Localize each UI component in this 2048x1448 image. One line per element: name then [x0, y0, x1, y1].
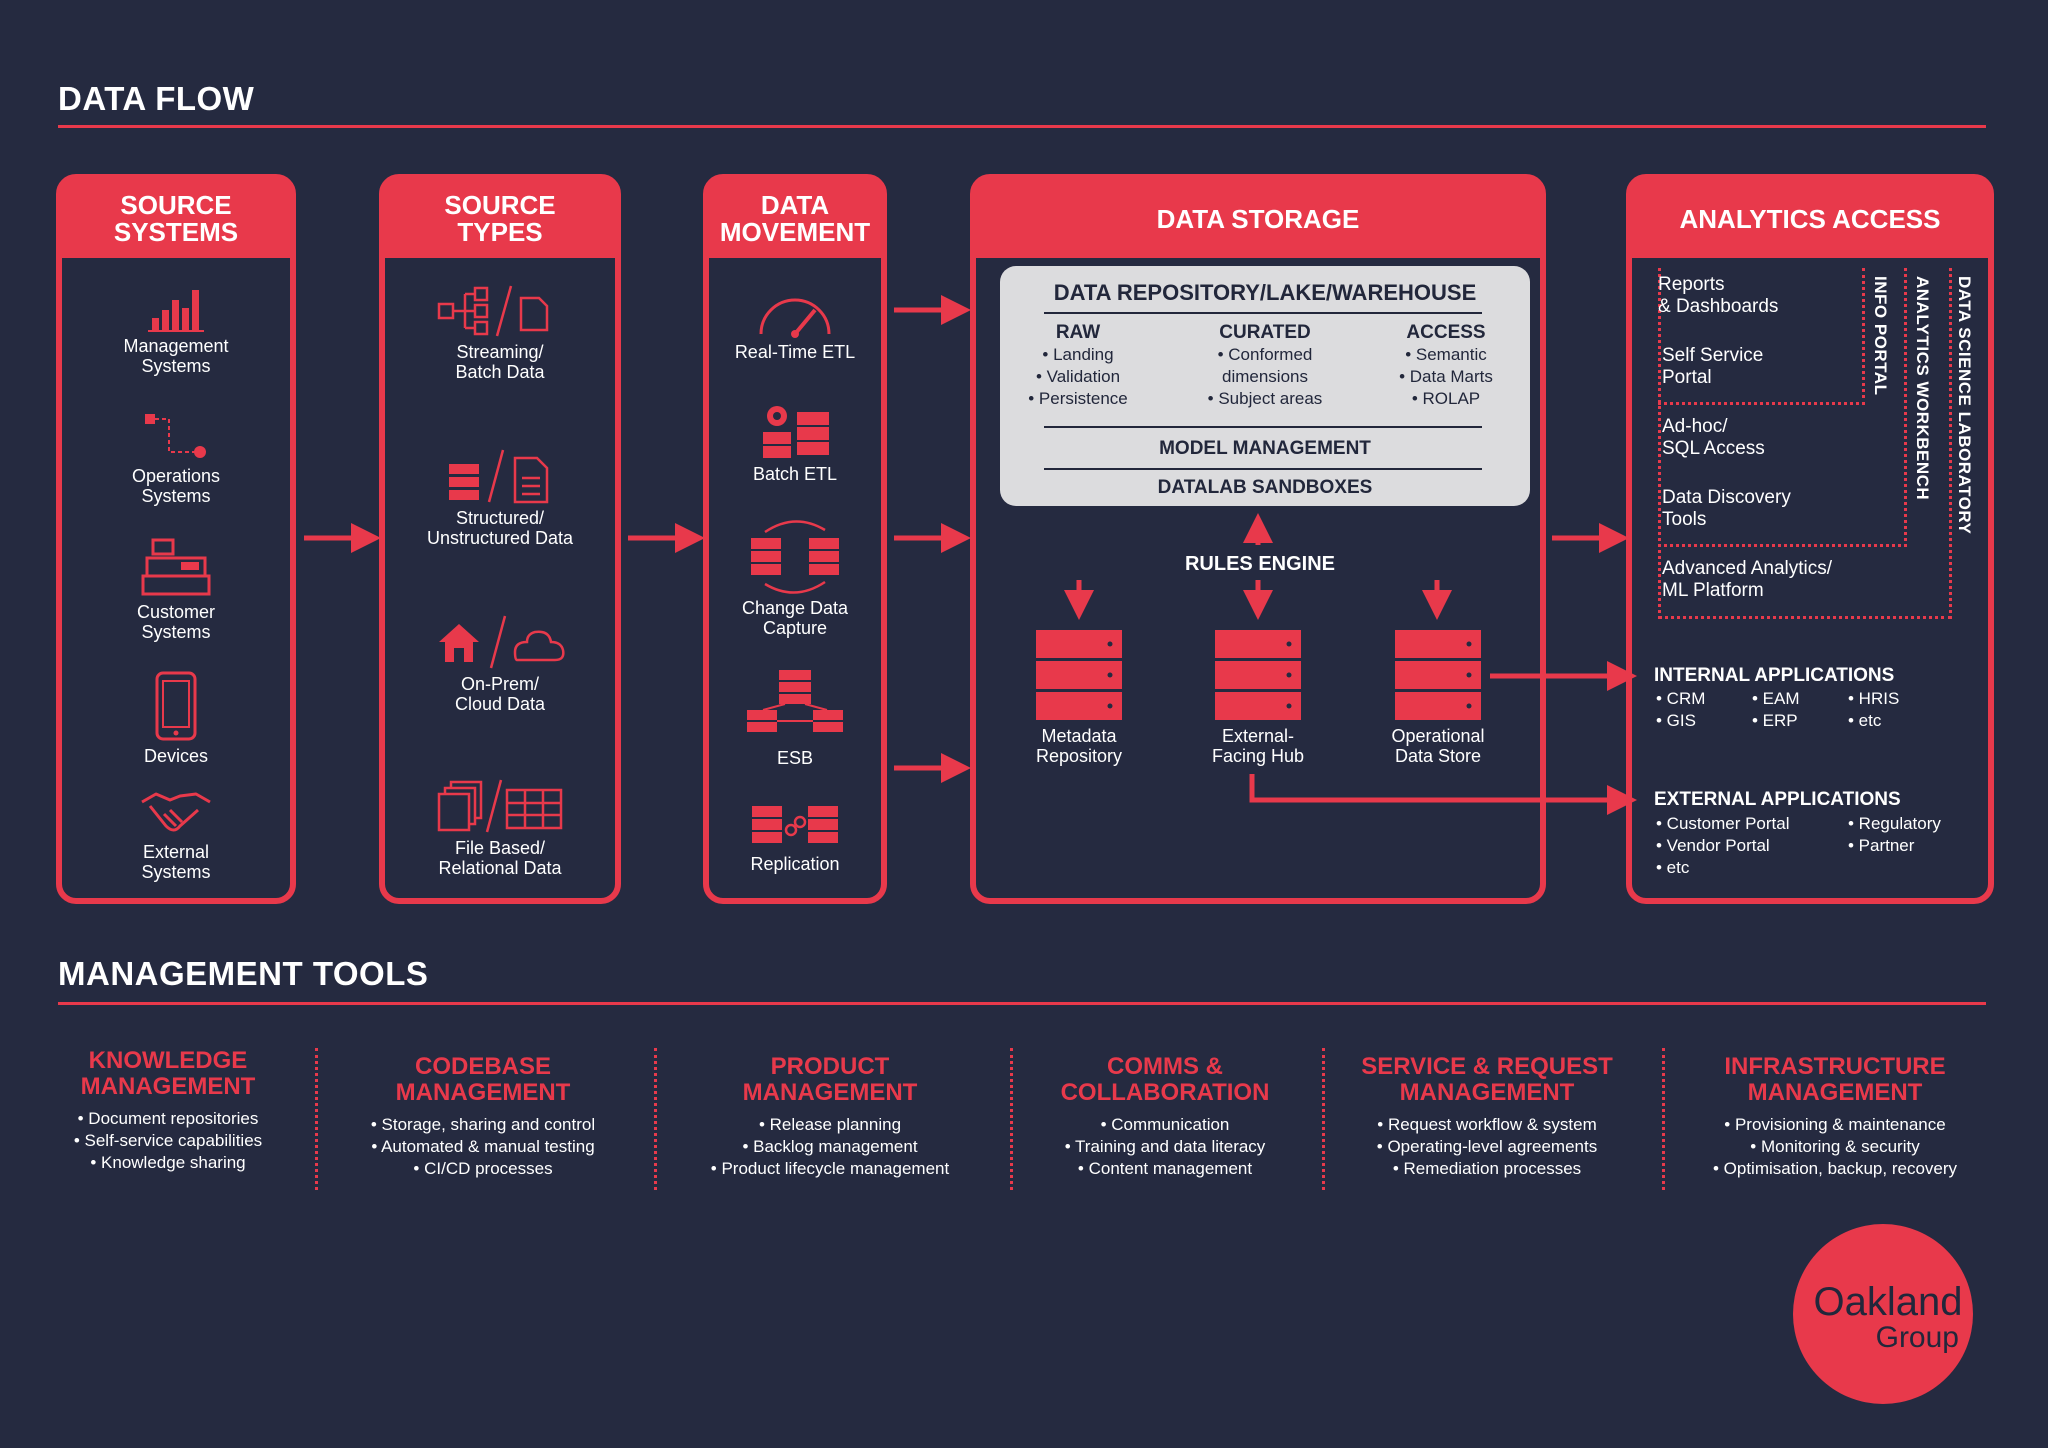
- tool-separator: [315, 1048, 318, 1190]
- tool-infrastructure: INFRASTRUCTURE MANAGEMENT • Provisioning…: [1712, 1053, 1958, 1179]
- repository-raw: RAW • Landing • Validation • Persistence: [1028, 322, 1128, 408]
- analytics-workbench-box: [1658, 268, 1907, 547]
- info-portal-box: [1658, 268, 1865, 405]
- internal-apps-title: INTERNAL APPLICATIONS: [1654, 665, 1895, 686]
- movement-item-batch: Batch ETL: [709, 402, 881, 484]
- store-operational: Operational Data Store: [1380, 630, 1496, 766]
- process-flow-icon: [145, 414, 206, 458]
- store-external-hub: External- Facing Hub: [1203, 630, 1313, 766]
- network-servers-icon: [747, 670, 843, 732]
- tool-comms: COMMS & COLLABORATION • Communication • …: [1060, 1053, 1270, 1179]
- repository-access: ACCESS • Semantic • Data Marts • ROLAP: [1399, 322, 1493, 408]
- tool-separator: [1010, 1048, 1013, 1190]
- replication-servers-icon: [752, 806, 838, 843]
- source-types-panel: SOURCE TYPES Streaming/ Batch Data Struc…: [379, 174, 621, 904]
- oakland-group-logo: Oakland Group: [1793, 1224, 1973, 1404]
- model-management-label: MODEL MANAGEMENT: [1159, 438, 1371, 459]
- tool-separator: [654, 1048, 657, 1190]
- type-item-structured: Structured/ Unstructured Data: [385, 448, 615, 548]
- data-repository-box: DATA REPOSITORY/LAKE/WAREHOUSE RAW • Lan…: [1000, 266, 1530, 506]
- analytics-adhoc: Ad-hoc/ SQL Access: [1662, 416, 1765, 459]
- analytics-self-service: Self Service Portal: [1662, 345, 1764, 388]
- repository-rule-1: [1044, 426, 1482, 428]
- tool-service-request: SERVICE & REQUEST MANAGEMENT • Request w…: [1361, 1053, 1613, 1179]
- stream-batch-icon: [437, 285, 549, 337]
- type-item-cloud: On-Prem/ Cloud Data: [385, 612, 615, 714]
- movement-item-cdc: Change Data Capture: [709, 518, 881, 638]
- analytics-access-title: ANALYTICS ACCESS: [1632, 180, 1988, 258]
- info-portal-label: INFO PORTAL: [1871, 276, 1890, 396]
- analytics-discovery: Data Discovery Tools: [1662, 487, 1791, 530]
- tool-separator: [1662, 1048, 1665, 1190]
- rules-engine-label: RULES ENGINE: [1184, 553, 1336, 575]
- data-storage-panel: DATA STORAGE: [970, 174, 1546, 904]
- source-item-management: Management Systems: [62, 284, 290, 376]
- type-item-streaming: Streaming/ Batch Data: [385, 284, 615, 382]
- analytics-workbench-label: ANALYTICS WORKBENCH: [1913, 276, 1932, 501]
- type-item-filebased: File Based/ Relational Data: [385, 778, 615, 878]
- data-science-lab-box: [1658, 268, 1952, 619]
- external-apps-title: EXTERNAL APPLICATIONS: [1654, 789, 1901, 810]
- repository-title-rule: [1044, 312, 1482, 314]
- tool-codebase: CODEBASE MANAGEMENT • Storage, sharing a…: [370, 1053, 596, 1179]
- management-tools-heading: MANAGEMENT TOOLS: [58, 955, 429, 992]
- speedometer-icon: [759, 298, 831, 338]
- tool-knowledge: KNOWLEDGE MANAGEMENT • Document reposito…: [73, 1047, 263, 1173]
- tool-product: PRODUCT MANAGEMENT • Release planning • …: [710, 1053, 950, 1179]
- structured-document-icon: [449, 449, 549, 504]
- cash-register-icon: [141, 538, 211, 596]
- movement-item-realtime: Real-Time ETL: [709, 296, 881, 362]
- server-stack-icon: [1215, 630, 1301, 720]
- files-table-icon: [437, 779, 563, 833]
- repository-rule-2: [1044, 468, 1482, 470]
- management-tools-rule: [58, 1002, 1986, 1005]
- movement-item-esb: ESB: [709, 668, 881, 768]
- data-movement-panel: DATA MOVEMENT Real-Time ETL Batch ETL Ch…: [703, 174, 887, 904]
- arrow-hub-to-external: [1249, 774, 1637, 815]
- analytics-advanced: Advanced Analytics/ ML Platform: [1662, 558, 1833, 601]
- tool-separator: [1322, 1048, 1325, 1190]
- server-stack-icon: [1395, 630, 1481, 720]
- data-science-lab-label: DATA SCIENCE LABORATORY: [1955, 276, 1974, 535]
- source-types-title: SOURCE TYPES: [385, 180, 615, 258]
- store-metadata: Metadata Repository: [1024, 630, 1134, 766]
- analytics-access-panel: ANALYTICS ACCESS: [1626, 174, 1994, 904]
- source-item-devices: Devices: [62, 670, 290, 766]
- data-storage-title: DATA STORAGE: [976, 180, 1540, 258]
- source-systems-panel: SOURCE SYSTEMS Management Systems Operat…: [56, 174, 296, 904]
- gear-server-icon: [763, 406, 829, 458]
- source-item-operations: Operations Systems: [62, 412, 290, 506]
- datalab-sandboxes-label: DATALAB SANDBOXES: [1157, 477, 1373, 498]
- handshake-icon: [141, 792, 211, 832]
- repository-title: DATA REPOSITORY/LAKE/WAREHOUSE: [1053, 280, 1477, 305]
- source-systems-title: SOURCE SYSTEMS: [62, 180, 290, 258]
- sync-servers-icon: [751, 520, 839, 594]
- data-flow-heading: DATA FLOW: [58, 80, 255, 117]
- source-item-customer: Customer Systems: [62, 536, 290, 642]
- data-movement-title: DATA MOVEMENT: [709, 180, 881, 258]
- movement-item-replication: Replication: [709, 800, 881, 874]
- home-cloud-icon: [439, 615, 565, 669]
- analytics-reports: Reports & Dashboards: [1658, 274, 1779, 317]
- smartphone-icon: [155, 671, 197, 741]
- bar-chart-icon: [148, 290, 204, 332]
- repository-curated: CURATED • Conformed dimensions • Subject…: [1207, 322, 1323, 408]
- server-stack-icon: [1036, 630, 1122, 720]
- source-item-external: External Systems: [62, 788, 290, 882]
- data-flow-rule: [58, 125, 1986, 128]
